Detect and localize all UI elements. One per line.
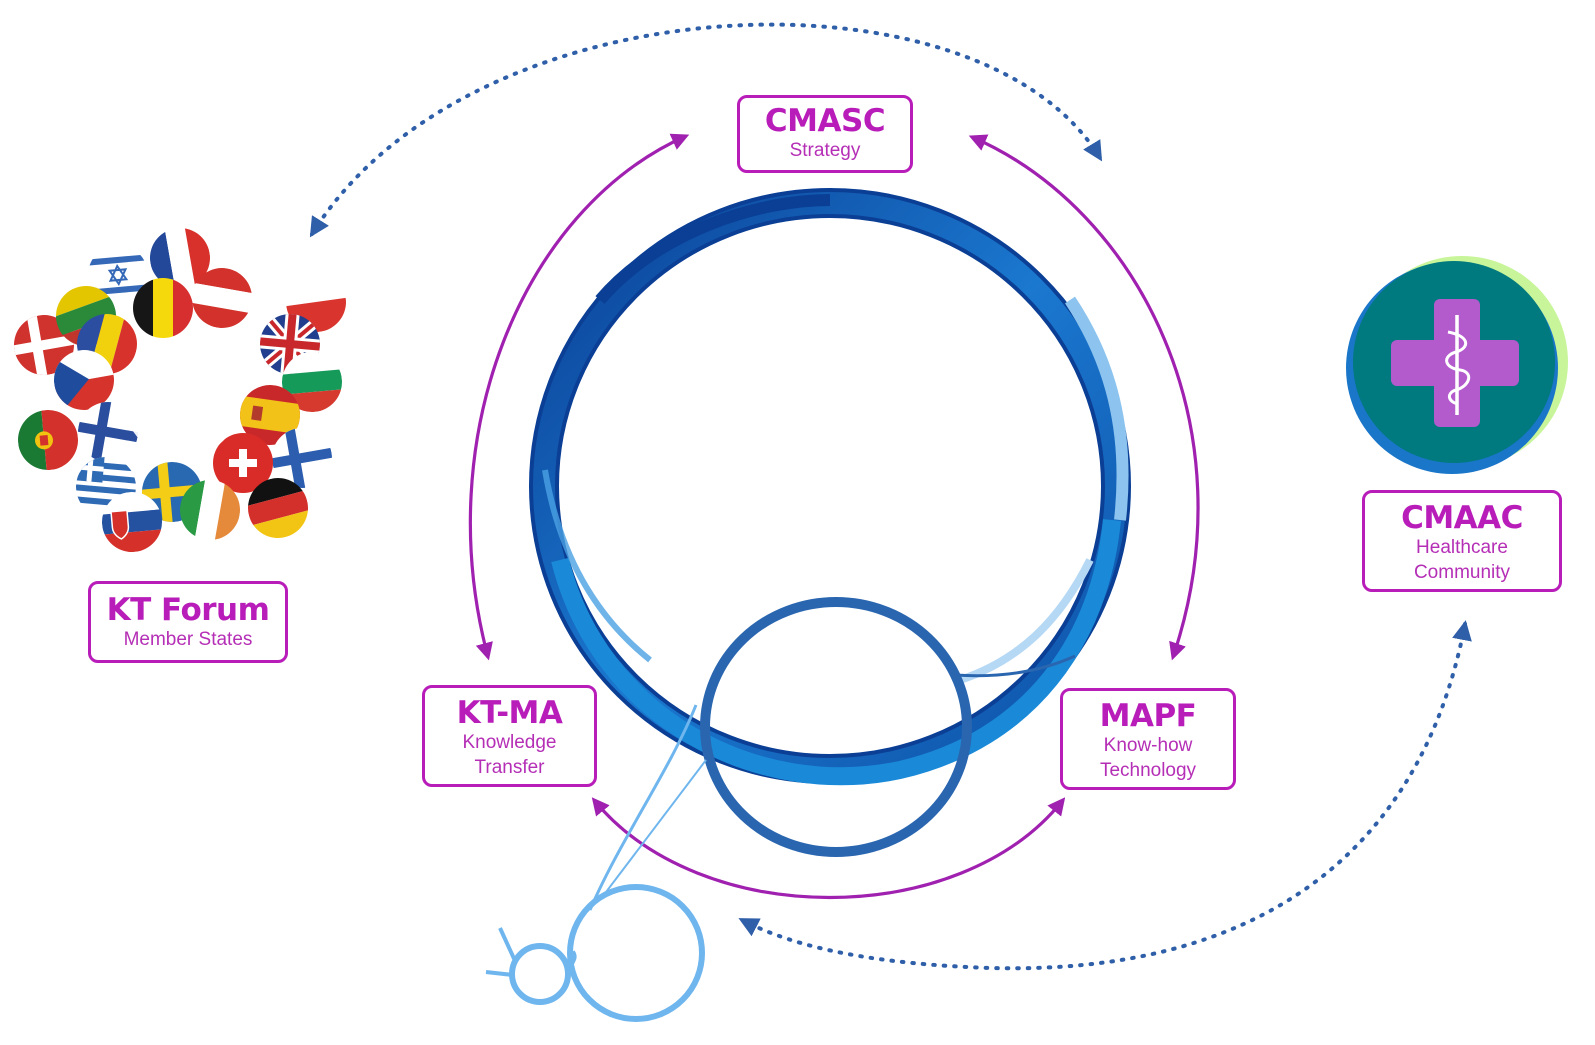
node-mapf: MAPF Know-how Technology <box>1060 688 1236 790</box>
medical-cross-icon <box>1346 256 1568 474</box>
node-cmasc: CMASC Strategy <box>737 95 913 173</box>
glasses-icon <box>485 884 705 1022</box>
node-kt-ma-subtitle-line2: Transfer <box>474 757 545 778</box>
dotted-arrow-bottom <box>738 620 1472 971</box>
node-cmaac: CMAAC Healthcare Community <box>1362 490 1562 592</box>
node-cmaac-subtitle-line1: Healthcare <box>1416 537 1508 558</box>
node-kt-forum: KT Forum Member States <box>88 581 288 663</box>
node-kt-ma-subtitle-line1: Knowledge <box>462 732 557 753</box>
node-kt-forum-subtitle: Member States <box>123 629 253 650</box>
dotted-arrow-top <box>309 22 1103 238</box>
node-mapf-subtitle-line2: Technology <box>1099 760 1197 781</box>
node-kt-ma: KT-MA Knowledge Transfer <box>422 685 597 787</box>
node-cmasc-title: CMASC <box>764 103 886 139</box>
magnifier-icon <box>588 597 1076 911</box>
node-kt-ma-title: KT-MA <box>456 695 563 731</box>
node-cmaac-title: CMAAC <box>1401 500 1523 536</box>
node-cmaac-subtitle-line2: Community <box>1413 562 1511 583</box>
node-mapf-title: MAPF <box>1099 698 1197 734</box>
cycle-arrow-ktma-mapf <box>591 797 1066 899</box>
central-ring <box>529 188 1131 786</box>
node-cmasc-subtitle: Strategy <box>789 140 861 161</box>
node-mapf-subtitle-line1: Know-how <box>1103 735 1193 756</box>
node-kt-forum-title: KT Forum <box>106 592 270 628</box>
cycle-arrow-cmasc-ktma <box>468 133 690 661</box>
flags-cluster-icon <box>9 223 350 555</box>
cycle-arrow-cmasc-mapf <box>968 134 1200 661</box>
